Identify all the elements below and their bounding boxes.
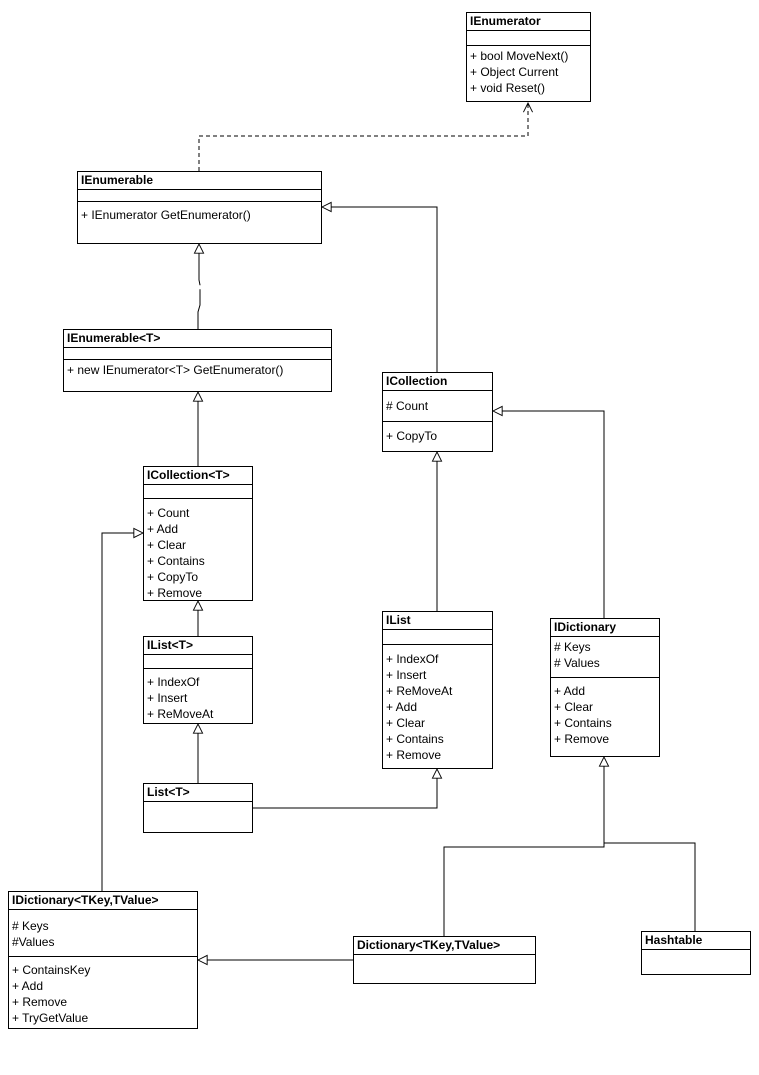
class-ienumerable-t[interactable]: IEnumerable<T> + new IEnumerator<T> GetE… [63,329,332,392]
relation-idictionary-t-icollection-t [101,533,143,891]
operation: + Add [147,522,179,536]
attributes-section: # Keys #Values [9,910,197,957]
attributes-section: # Count [383,391,492,422]
operation: + TryGetValue [12,1011,89,1025]
relation-dictionary-t-idictionary [443,757,604,936]
class-name: Dictionary<TKey,TValue> [354,937,535,955]
operation: + IndexOf [147,675,200,689]
relation-icollection-ienumerable [322,207,438,372]
operation: + void Reset() [470,81,546,95]
attribute: #Values [12,935,55,949]
operation: + Count [147,506,190,520]
class-name: IDictionary<TKey,TValue> [9,892,197,910]
operations-section: + IndexOf + Insert + ReMoveAt + Add + Cl… [383,645,492,765]
operation: + Insert [147,691,188,705]
class-idictionary[interactable]: IDictionary # Keys # Values + Add + Clea… [550,618,660,757]
operation: + Insert [386,668,427,682]
operation: + CopyTo [147,570,199,584]
attributes-section [144,485,252,499]
attribute: # Values [554,656,600,670]
operations-section: + Add + Clear + Contains + Remove [551,678,659,749]
operation: + Remove [147,586,203,600]
relation-list-t-ilist [253,769,437,809]
operation: + Clear [554,700,594,714]
operation: + Clear [147,538,187,552]
operations-section: + IEnumerator GetEnumerator() [78,202,321,225]
operation: + ReMoveAt [386,684,453,698]
operations-section: + Count + Add + Clear + Contains + CopyT… [144,499,252,603]
attribute: # Keys [554,640,591,654]
operation: + Object Current [470,65,559,79]
operation: + Clear [386,716,426,730]
class-name: IEnumerable<T> [64,330,331,348]
class-hashtable[interactable]: Hashtable [641,931,751,975]
operation: + Contains [554,716,612,730]
operation: + Add [386,700,418,714]
attributes-section [144,655,252,669]
class-ienumerator[interactable]: IEnumerator + bool MoveNext() + Object C… [466,12,591,102]
operations-section: + new IEnumerator<T> GetEnumerator() [64,360,331,380]
class-name: ICollection [383,373,492,391]
class-name: ICollection<T> [144,467,252,485]
class-icollection-t[interactable]: ICollection<T> + Count + Add + Clear + C… [143,466,253,601]
operations-section: + IndexOf + Insert + ReMoveAt [144,669,252,724]
class-name: IList<T> [144,637,252,655]
relation-idictionary-icollection [493,411,605,618]
operation: + Remove [554,732,610,746]
relation-ienumerable-t-ienumerable [198,244,200,329]
operation: + IndexOf [386,652,439,666]
class-dictionary-t[interactable]: Dictionary<TKey,TValue> [353,936,536,984]
relation-hashtable-idictionary [604,842,696,931]
operation: + ReMoveAt [147,707,214,721]
operation: + Remove [12,995,68,1009]
attributes-section [383,630,492,645]
attributes-section [78,190,321,202]
class-name: List<T> [144,784,252,802]
attributes-section: # Keys # Values [551,637,659,678]
class-ienumerable[interactable]: IEnumerable + IEnumerator GetEnumerator(… [77,171,322,244]
operation: + Add [12,979,44,993]
class-name: IEnumerable [78,172,321,190]
class-name: Hashtable [642,932,750,950]
attribute: # Keys [12,919,49,933]
attribute: # Count [386,399,429,413]
operation: + ContainsKey [12,963,91,977]
operation: + Contains [147,554,205,568]
class-icollection[interactable]: ICollection # Count + CopyTo [382,372,493,452]
relation-ienumerable-ienumerator [198,103,528,171]
operation: + Remove [386,748,442,762]
operation: + Add [554,684,586,698]
attributes-section [64,348,331,360]
operations-section: + ContainsKey + Add + Remove + TryGetVal… [9,957,197,1028]
class-name: IList [383,612,492,630]
operation: + new IEnumerator<T> GetEnumerator() [67,363,284,377]
class-list-t[interactable]: List<T> [143,783,253,833]
operations-section: + bool MoveNext() + Object Current + voi… [467,46,590,98]
operations-section: + CopyTo [383,422,492,446]
class-name: IDictionary [551,619,659,637]
class-name: IEnumerator [467,13,590,31]
class-ilist[interactable]: IList + IndexOf + Insert + ReMoveAt + Ad… [382,611,493,769]
class-ilist-t[interactable]: IList<T> + IndexOf + Insert + ReMoveAt [143,636,253,724]
operation: + IEnumerator GetEnumerator() [81,208,251,222]
attributes-section [467,31,590,46]
operation: + bool MoveNext() [470,49,569,63]
operation: + Contains [386,732,444,746]
class-idictionary-t[interactable]: IDictionary<TKey,TValue> # Keys #Values … [8,891,198,1029]
operation: + CopyTo [386,429,438,443]
